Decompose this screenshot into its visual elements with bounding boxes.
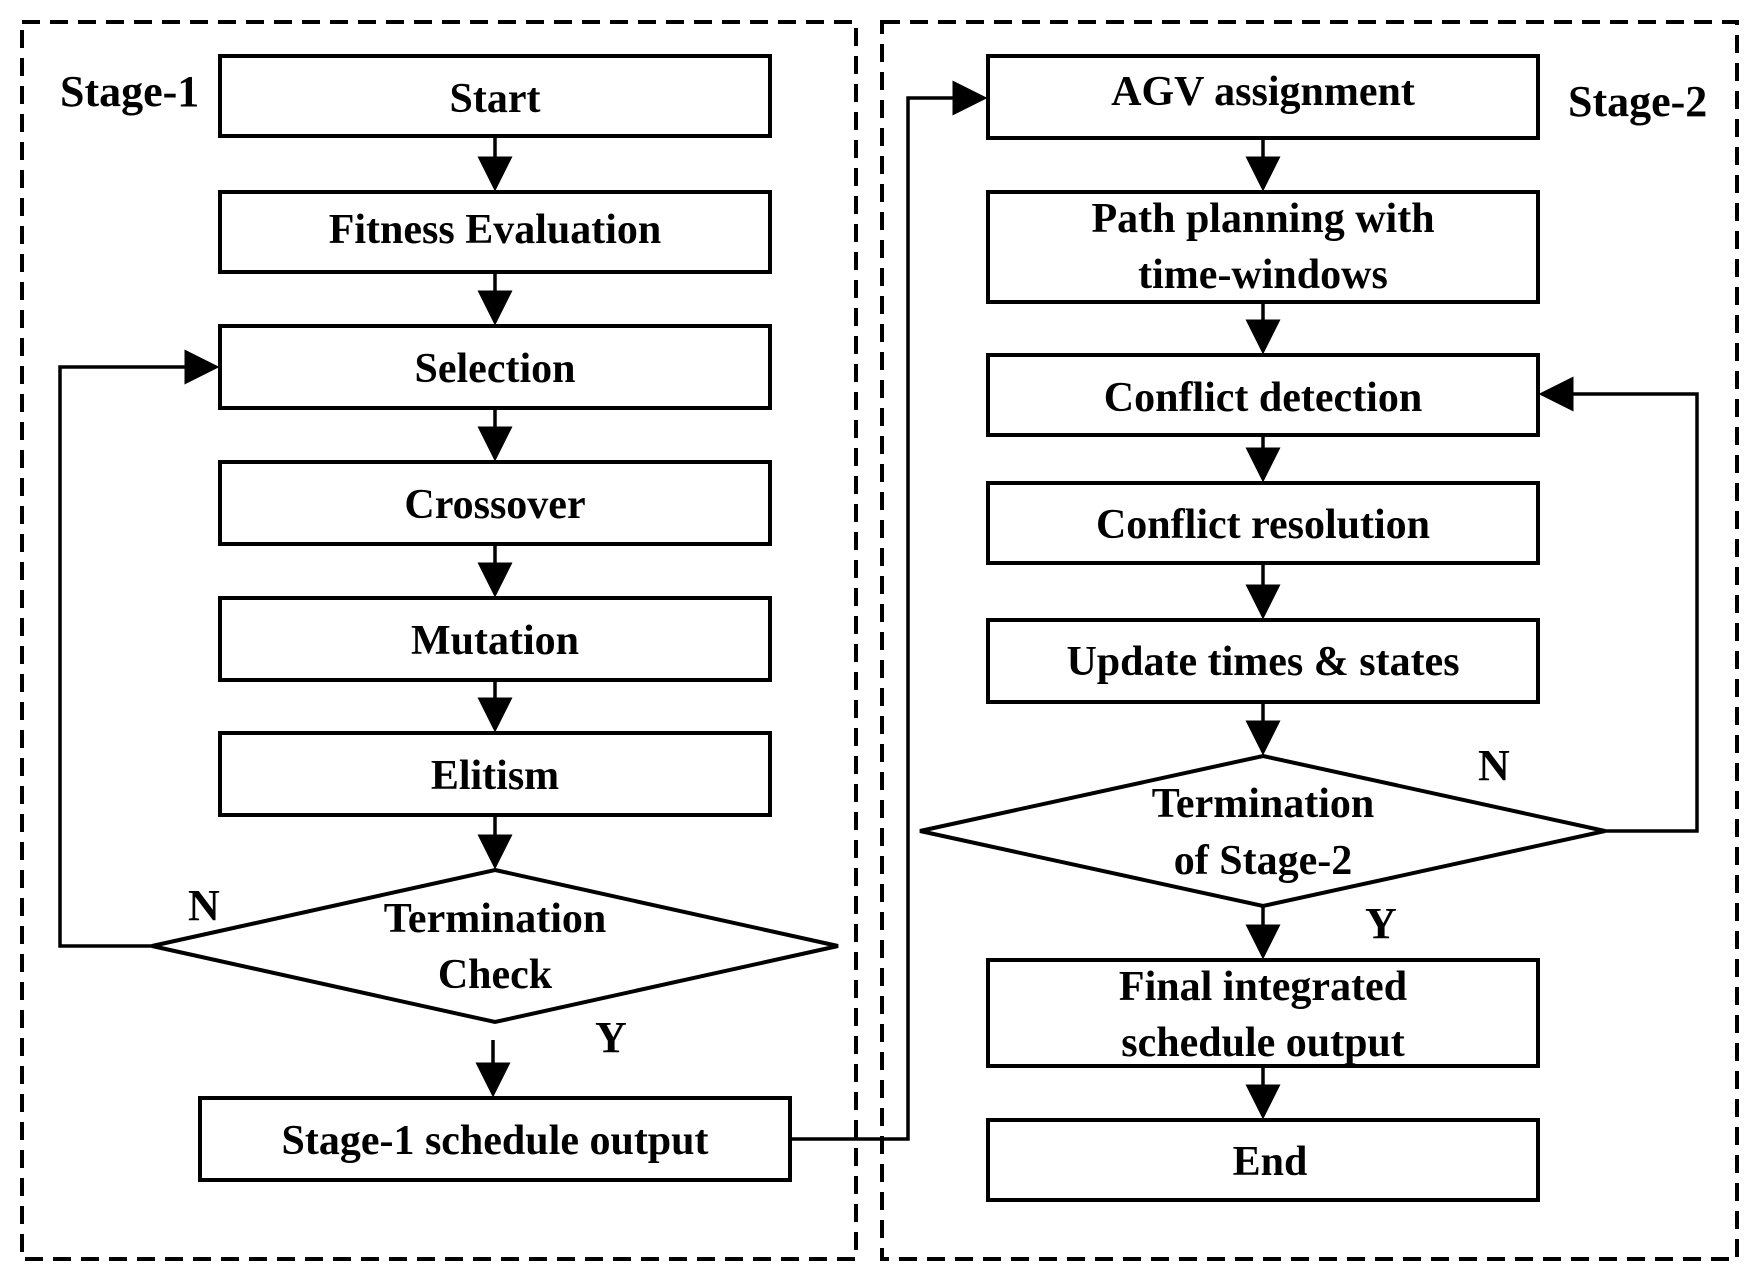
selection-label: Selection	[415, 346, 576, 392]
fitness-evaluation-box	[218, 190, 772, 274]
conflict-resolution-box	[986, 481, 1540, 565]
fitness-evaluation-label: Fitness Evaluation	[329, 207, 662, 253]
conflict-detection-box	[986, 353, 1540, 437]
mutation-label: Mutation	[411, 618, 579, 664]
final-output-label-line2: schedule output	[1121, 1020, 1405, 1066]
mutation-box	[218, 596, 772, 682]
crossover-label: Crossover	[404, 482, 585, 528]
conflict-detection-label: Conflict detection	[1104, 375, 1422, 421]
termination-check-diamond	[151, 867, 839, 1025]
arrow-loop-no-stage-1	[58, 349, 220, 948]
elitism-label: Elitism	[431, 753, 559, 799]
end-box	[986, 1118, 1540, 1202]
agv-assignment-box	[986, 54, 1540, 140]
stage-1-yes-label: Y	[595, 1013, 627, 1062]
stage-2-yes-label: Y	[1365, 899, 1397, 948]
stage-2-no-label: N	[1478, 741, 1510, 790]
termination-stage-2-label-line2: of Stage-2	[1174, 838, 1352, 884]
stage-1-no-label: N	[188, 881, 220, 930]
start-label: Start	[450, 76, 541, 122]
stage-2-container	[880, 20, 1739, 1261]
arrow-stage1-to-stage2	[790, 80, 988, 1141]
conflict-resolution-label: Conflict resolution	[1096, 502, 1430, 548]
termination-check-label-line2: Check	[438, 952, 553, 998]
agv-assignment-label: AGV assignment	[1111, 69, 1415, 115]
stage-2-label: Stage-2	[1568, 77, 1707, 126]
path-planning-label-line2: time-windows	[1138, 252, 1388, 298]
stage-1-output-label: Stage-1 schedule output	[281, 1118, 708, 1164]
termination-check-label-line1: Termination	[384, 896, 606, 942]
termination-stage-2-label-line1: Termination	[1152, 781, 1374, 827]
update-times-label: Update times & states	[1066, 639, 1459, 685]
arrow-loop-no-stage-2	[1538, 376, 1699, 833]
elitism-box	[218, 731, 772, 817]
path-planning-label-line1: Path planning with	[1091, 196, 1434, 242]
end-label: End	[1233, 1139, 1308, 1185]
final-output-box	[986, 958, 1540, 1068]
final-output-label-line1: Final integrated	[1119, 964, 1407, 1010]
stage-1-label: Stage-1	[60, 67, 199, 116]
